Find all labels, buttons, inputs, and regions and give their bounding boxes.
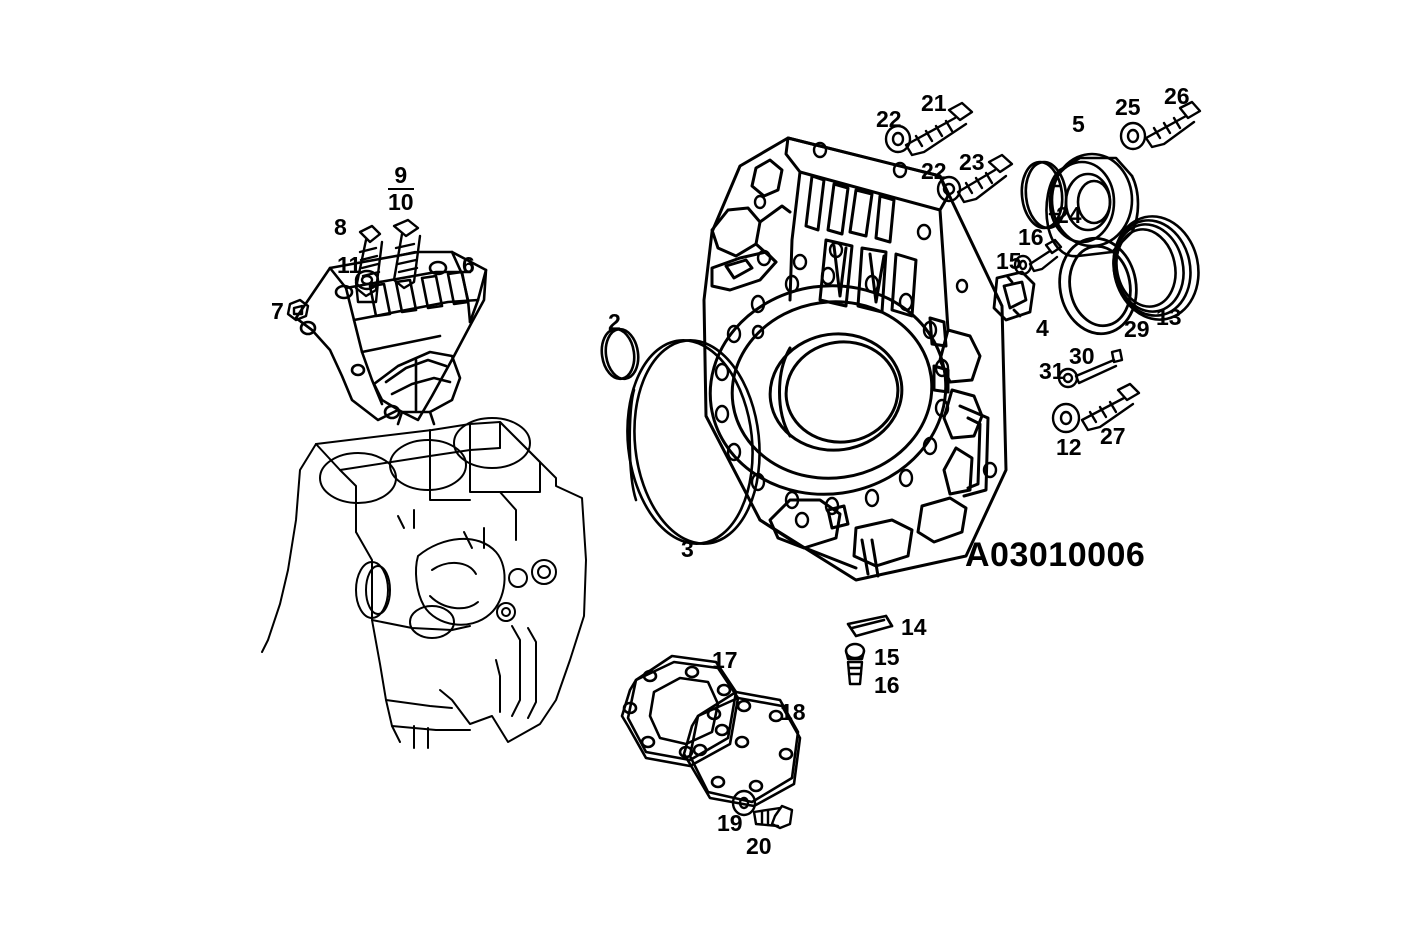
- bolt-20: [752, 804, 794, 830]
- flywheel-housing: [702, 136, 1008, 582]
- part-number-label: A03010006: [965, 536, 1146, 574]
- bolt-23: [956, 153, 1014, 204]
- callout-16a: 16: [1018, 224, 1044, 250]
- washer-22a: [884, 124, 912, 154]
- housing-bolt-holes: [714, 141, 998, 529]
- bolt-27: [1080, 382, 1141, 432]
- callout-13: 13: [1156, 304, 1182, 330]
- bolt-21: [904, 101, 974, 157]
- callout-22a: 22: [876, 106, 902, 132]
- callout-14: 14: [901, 614, 927, 640]
- callout-7: 7: [271, 298, 284, 324]
- callout-25: 25: [1115, 94, 1141, 120]
- callout-19: 19: [717, 810, 743, 836]
- washer-15b: [844, 642, 866, 661]
- callout-6: 6: [462, 252, 475, 278]
- callout-11: 11: [337, 252, 362, 278]
- gasket-ring-3: [626, 339, 761, 545]
- callout-12: 12: [1056, 434, 1082, 460]
- bolt-26: [1144, 100, 1202, 149]
- callout-15a: 15: [996, 248, 1022, 274]
- callout-20: 20: [746, 833, 772, 859]
- callout-10: 10: [388, 189, 414, 215]
- ring-24: [1020, 160, 1068, 230]
- callout-18: 18: [780, 699, 806, 725]
- cover-plate-4: [992, 270, 1036, 322]
- washer-25: [1119, 121, 1147, 151]
- nut-7: [286, 298, 310, 322]
- callout-8: 8: [334, 214, 347, 240]
- clamp-plate-14: [846, 614, 894, 638]
- oil-seal-13: [1112, 215, 1200, 321]
- callout-31: 31: [1039, 358, 1065, 384]
- callout-9: 9: [394, 162, 408, 188]
- callout-5: 5: [1072, 111, 1085, 137]
- callout-26: 26: [1164, 83, 1190, 109]
- bolt-16b: [846, 660, 864, 686]
- pin-30: [1074, 348, 1124, 385]
- washer-12: [1051, 402, 1081, 434]
- washer-19: [731, 789, 757, 817]
- engine-block: [261, 417, 587, 749]
- callout-16b: 16: [874, 672, 900, 698]
- callout-30: 30: [1069, 343, 1095, 369]
- callout-24: 24: [1056, 202, 1082, 228]
- bolt-16a: [1028, 238, 1063, 273]
- fraction-bar: [388, 188, 414, 190]
- seal-ring-29: [1058, 236, 1138, 336]
- callout-9-10: 9 10: [388, 164, 414, 214]
- bracket-6: [294, 250, 488, 426]
- callout-2: 2: [608, 309, 621, 335]
- bolt-9-10: [392, 218, 422, 290]
- callout-29: 29: [1124, 316, 1150, 342]
- callout-17: 17: [712, 647, 738, 673]
- washer-22b: [936, 175, 962, 203]
- washer-11: [354, 269, 380, 304]
- bolt-8: [354, 224, 384, 298]
- callout-27: 27: [1100, 423, 1126, 449]
- o-ring-2: [600, 327, 640, 381]
- callout-22b: 22: [921, 158, 947, 184]
- callout-4: 4: [1036, 315, 1049, 341]
- callout-3: 3: [681, 536, 694, 562]
- callout-15b: 15: [874, 644, 900, 670]
- callout-23: 23: [959, 149, 985, 175]
- callout-21: 21: [921, 90, 947, 116]
